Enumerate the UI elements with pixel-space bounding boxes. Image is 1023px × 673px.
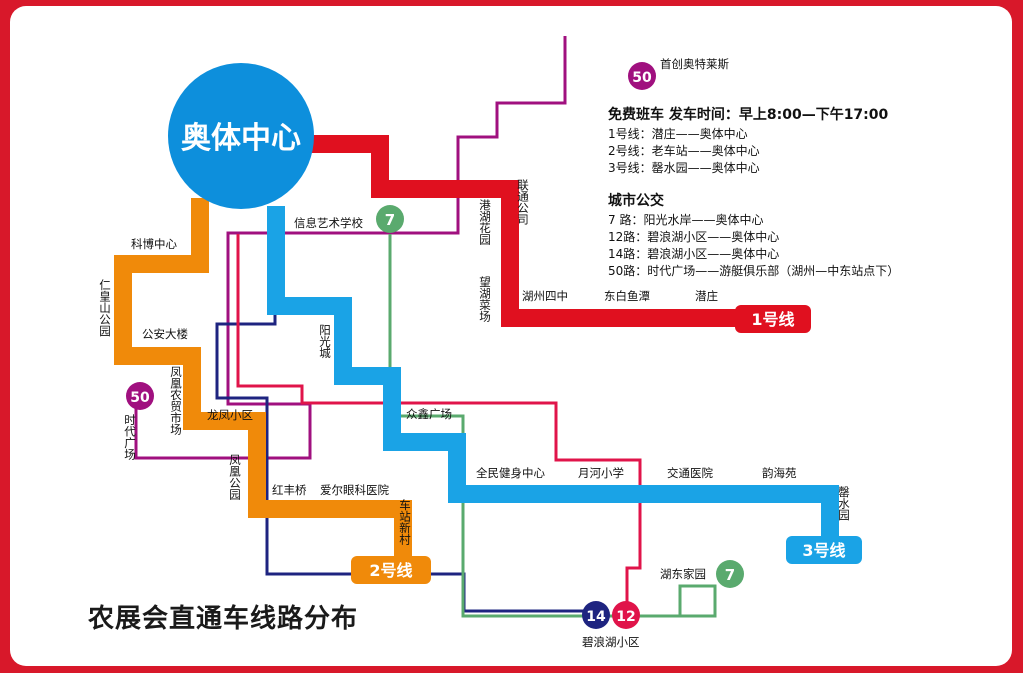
station-label: 罄水园 xyxy=(837,485,851,521)
svg-text:7: 7 xyxy=(385,211,395,229)
line-2-route xyxy=(114,198,412,556)
hub-label: 奥体中心 xyxy=(181,121,301,156)
station-label: 港湖花园 xyxy=(478,199,492,246)
free-route: 3号线：罄水园——奥体中心 xyxy=(608,161,760,175)
free-shuttle-header: 免费班车 发车时间：早上8:00—下午17:00 xyxy=(608,107,889,123)
hub-circle[interactable] xyxy=(168,63,314,209)
station-label: 月河小学 xyxy=(578,466,624,480)
station-label: 东白鱼潭 xyxy=(604,289,650,303)
map-card: 奥体中心 1号线 2号线 3号线 7 7 50 50 14 12 首创奥特莱斯 … xyxy=(10,6,1012,666)
station-label: 凤凰农贸市场 xyxy=(169,366,183,436)
bus-50-route xyxy=(134,36,567,460)
line-2-badge[interactable]: 2号线 xyxy=(351,556,431,584)
station-label: 湖东家园 xyxy=(660,567,706,581)
line-3-badge[interactable]: 3号线 xyxy=(786,536,862,564)
svg-text:50: 50 xyxy=(130,390,150,406)
station-label: 碧浪湖小区 xyxy=(582,635,640,649)
svg-text:14: 14 xyxy=(586,609,606,625)
station-label: 交通医院 xyxy=(667,466,713,480)
station-label: 仁皇山公园 xyxy=(98,279,112,337)
svg-text:50: 50 xyxy=(632,70,652,86)
station-label: 全民健身中心 xyxy=(476,466,545,480)
station-label: 凤凰公园 xyxy=(228,454,242,501)
station-label: 车站新村 xyxy=(398,498,412,545)
map-title: 农展会直通车线路分布 xyxy=(88,604,359,634)
city-bus-header: 城市公交 xyxy=(608,193,664,209)
station-label: 众鑫广场 xyxy=(406,407,452,421)
bus-7-badge-south[interactable]: 7 xyxy=(716,560,744,588)
free-route: 2号线：老车站——奥体中心 xyxy=(608,144,760,158)
station-label: 阳光城 xyxy=(318,324,332,359)
station-label: 红丰桥 xyxy=(272,483,307,497)
route-map: 奥体中心 1号线 2号线 3号线 7 7 50 50 14 12 首创奥特莱斯 … xyxy=(98,36,862,649)
bus-50-badge-west[interactable]: 50 xyxy=(126,382,154,410)
station-label: 望湖菜场 xyxy=(478,276,492,323)
line-3-route xyxy=(267,206,839,541)
city-route: 50路：时代广场——游艇俱乐部（湖州—中东站点下） xyxy=(608,264,900,278)
station-label: 时代广场 xyxy=(123,414,137,461)
station-label: 科博中心 xyxy=(131,237,177,251)
station-label: 爱尔眼科医院 xyxy=(320,483,389,497)
free-route: 1号线：潜庄——奥体中心 xyxy=(608,127,748,141)
svg-text:1号线: 1号线 xyxy=(751,310,794,329)
station-label: 湖州四中 xyxy=(522,289,568,303)
station-label: 龙凤小区 xyxy=(207,408,253,422)
bus-50-badge-north[interactable]: 50 xyxy=(628,62,656,90)
bus-12-route xyxy=(236,234,642,606)
svg-text:12: 12 xyxy=(616,609,635,625)
line-1-badge[interactable]: 1号线 xyxy=(735,305,811,333)
station-label: 信息艺术学校 xyxy=(294,216,363,230)
svg-text:3号线: 3号线 xyxy=(802,541,845,560)
city-route: 7 路：阳光水岸——奥体中心 xyxy=(608,213,764,227)
line-1-route xyxy=(308,135,770,327)
city-route: 14路：碧浪湖小区——奥体中心 xyxy=(608,247,780,261)
bus-14-badge[interactable]: 14 xyxy=(582,601,610,629)
station-label: 公安大楼 xyxy=(142,327,188,341)
station-label: 联通公司 xyxy=(516,178,530,225)
station-label: 韵海苑 xyxy=(762,466,797,480)
schedule-panel: 免费班车 发车时间：早上8:00—下午17:00 1号线：潜庄——奥体中心 2号… xyxy=(608,104,899,280)
svg-text:2号线: 2号线 xyxy=(369,561,412,580)
bus-12-badge[interactable]: 12 xyxy=(612,601,640,629)
station-label: 首创奥特莱斯 xyxy=(660,57,729,71)
bus-7-badge-north[interactable]: 7 xyxy=(376,205,404,233)
city-route: 12路：碧浪湖小区——奥体中心 xyxy=(608,230,780,244)
svg-text:7: 7 xyxy=(725,566,735,584)
station-label: 潜庄 xyxy=(695,289,718,303)
